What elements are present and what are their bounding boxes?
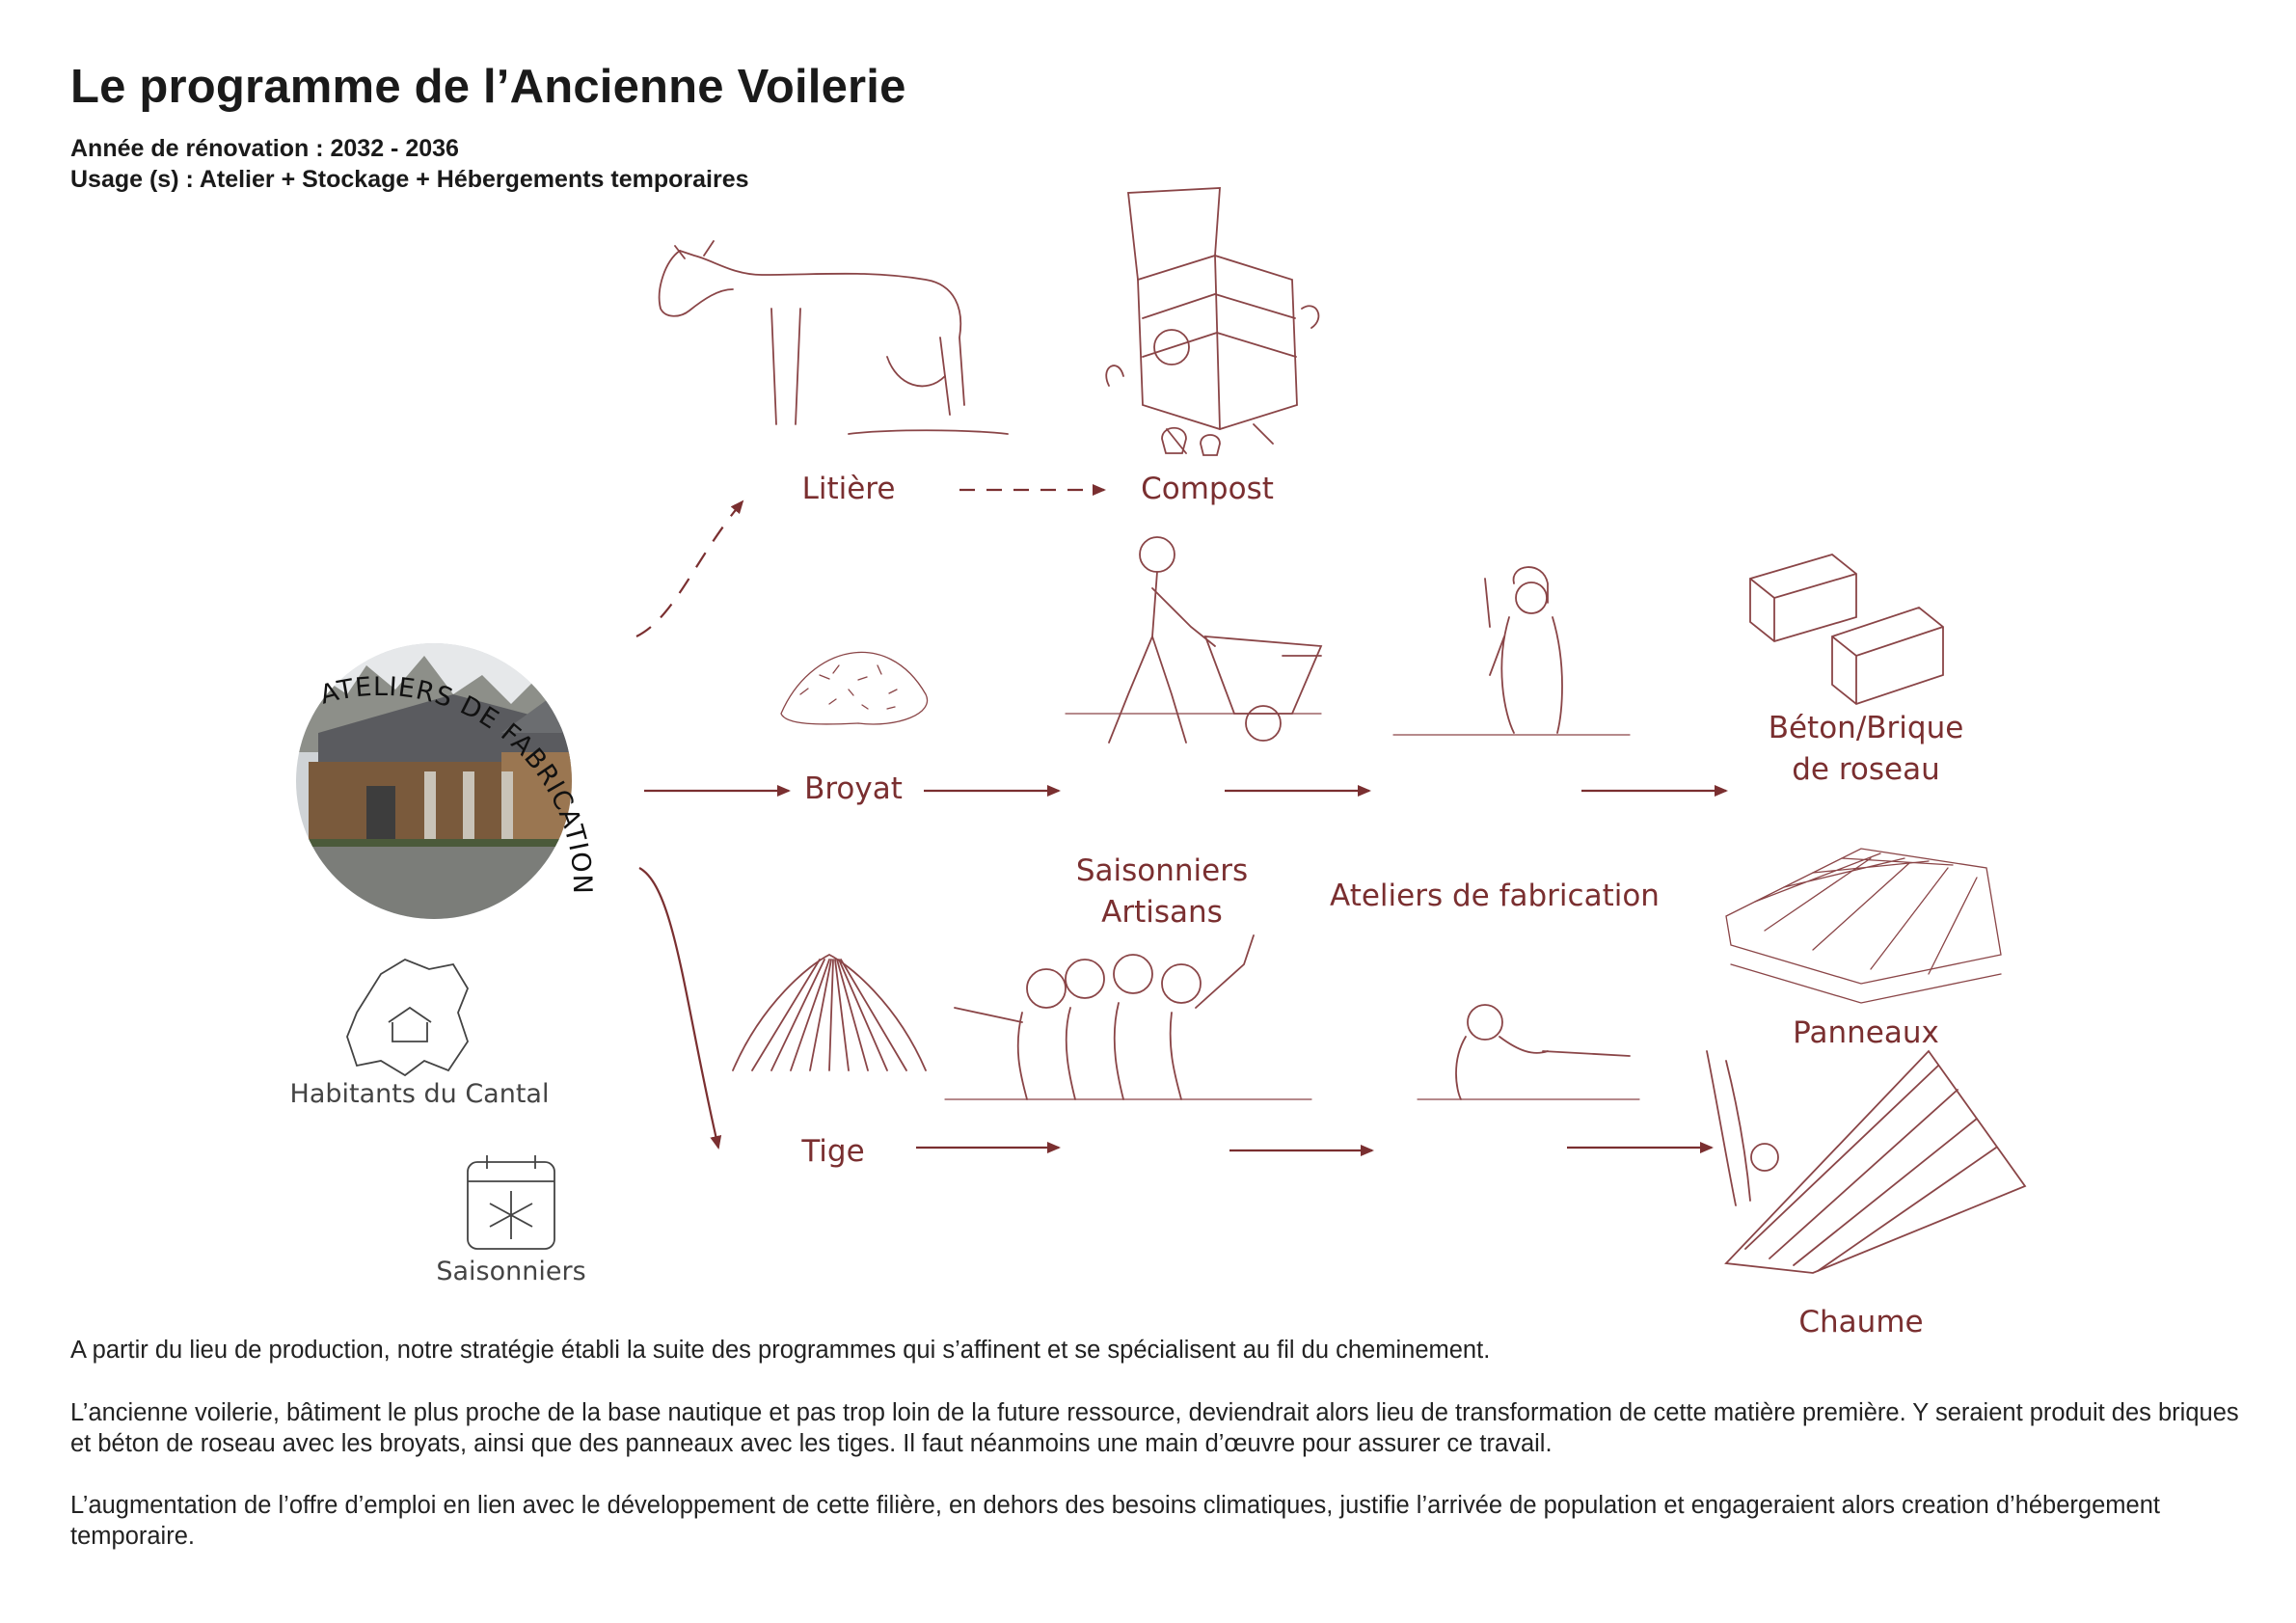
label-beton-line1: Béton/Brique [1768, 711, 1964, 745]
label-saisonniers: Saisonniers [436, 1257, 586, 1286]
reed-bundle-sketch [732, 953, 927, 1071]
cantal-map-icon [346, 958, 470, 1077]
paragraph-2: L’ancienne voilerie, bâtiment le plus pr… [70, 1399, 2239, 1457]
label-litiere: Litière [801, 472, 896, 506]
label-panneaux: Panneaux [1793, 1015, 1939, 1050]
label-broyat: Broyat [804, 771, 903, 806]
label-ateliers: Ateliers de fabrication [1330, 879, 1660, 913]
side-icons [346, 958, 555, 1250]
compost-bin-sketch [1105, 187, 1320, 456]
reed-bricks-sketch [1749, 554, 1944, 706]
label-compost: Compost [1141, 472, 1274, 506]
paragraph-1: A partir du lieu de production, notre st… [70, 1337, 1491, 1364]
label-tige: Tige [801, 1134, 865, 1169]
panels-sketch [1725, 848, 2002, 1004]
arrow-to-tige [638, 867, 722, 1150]
people-group-sketch [944, 934, 1312, 1100]
usage-line: Usage (s) : Atelier + Stockage + Héberge… [70, 166, 749, 193]
label-chaume: Chaume [1798, 1305, 1924, 1339]
building-photo [296, 643, 572, 919]
page-title: Le programme de l’Ancienne Voilerie [70, 61, 906, 113]
bench-worker-sketch [1392, 566, 1631, 736]
thatch-roof-sketch [1706, 1049, 2027, 1274]
crafting-worker-sketch [1417, 1004, 1640, 1100]
label-artisans-line2: Artisans [1101, 895, 1223, 930]
renovation-years: Année de rénovation : 2032 - 2036 [70, 135, 459, 162]
chips-pile-sketch [780, 651, 929, 725]
label-beton-line2: de roseau [1792, 752, 1940, 787]
arrow-to-litiere [635, 500, 744, 637]
cow-sketch [658, 240, 1009, 435]
paragraph-3: L’augmentation de l’offre d’emploi en li… [70, 1492, 2160, 1550]
wheelbarrow-worker-sketch [1065, 536, 1323, 744]
label-habitants: Habitants du Cantal [289, 1079, 550, 1109]
label-saisonniers-line1: Saisonniers [1075, 853, 1249, 888]
calendar-snowflake-icon [467, 1155, 555, 1250]
